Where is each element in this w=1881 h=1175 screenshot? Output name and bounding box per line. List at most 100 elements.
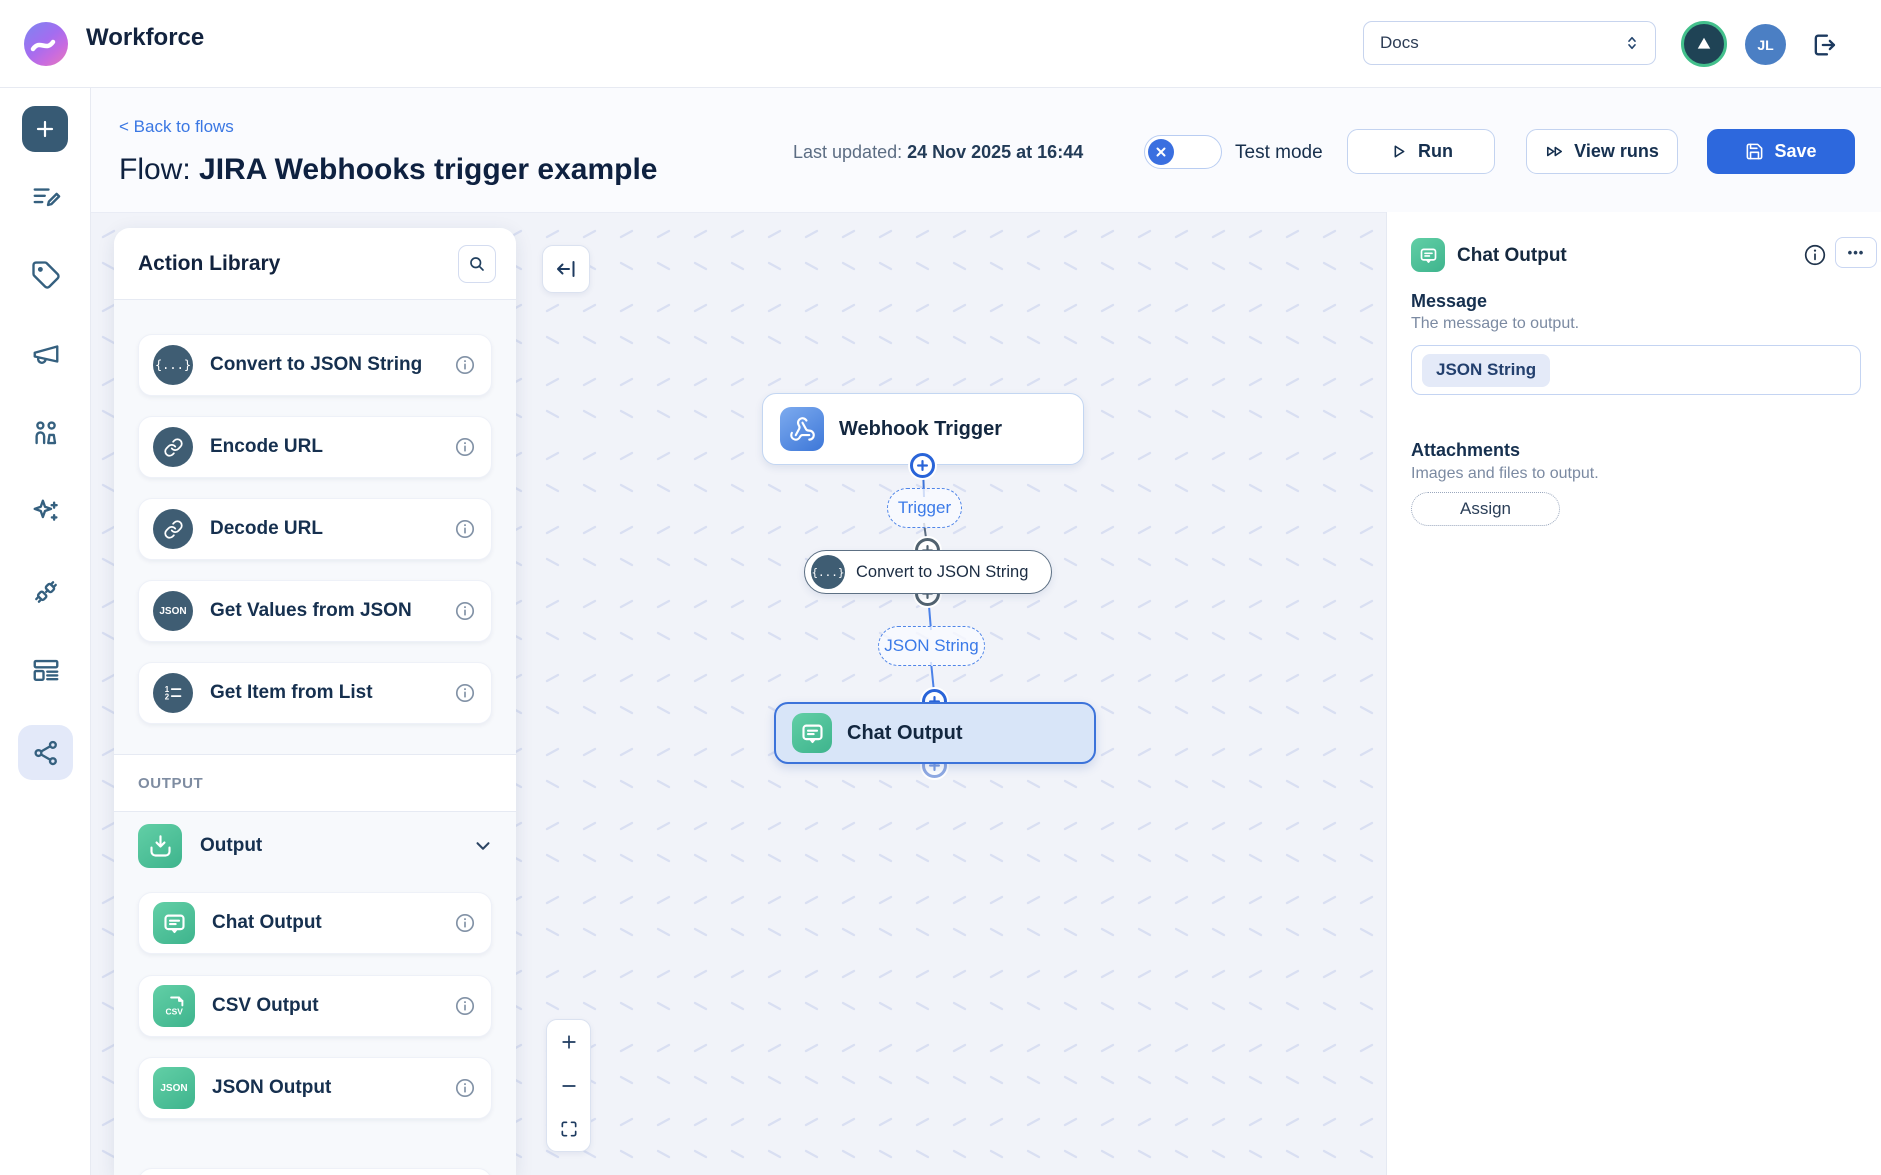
fast-forward-icon xyxy=(1547,146,1563,157)
docs-select[interactable]: Docs xyxy=(1363,21,1656,65)
output-category-label: Output xyxy=(200,835,263,856)
sidebar-item-ai[interactable] xyxy=(29,495,62,528)
json-icon: JSON xyxy=(153,591,193,631)
output-category-row[interactable]: Output xyxy=(114,812,516,880)
action-library-panel: Action Library {...} Convert to JSON Str… xyxy=(114,228,516,1175)
docs-select-value: Docs xyxy=(1380,33,1419,52)
zoom-in-button[interactable] xyxy=(547,1020,590,1064)
sidebar-item-flows[interactable] xyxy=(18,725,73,780)
run-label: Run xyxy=(1418,141,1453,161)
library-item-partial[interactable] xyxy=(138,1168,492,1175)
library-item-label: Chat Output xyxy=(212,912,322,933)
message-input[interactable]: JSON String xyxy=(1411,345,1861,395)
run-button[interactable]: Run xyxy=(1347,129,1495,174)
library-item-decode-url[interactable]: Decode URL xyxy=(138,498,492,560)
sidebar-item-integrations[interactable] xyxy=(29,575,62,608)
library-item-encode-url[interactable]: Encode URL xyxy=(138,416,492,478)
save-label: Save xyxy=(1774,141,1817,161)
test-mode-toggle[interactable] xyxy=(1144,135,1222,169)
flows-share-icon xyxy=(33,740,57,765)
inspector-title: Chat Output xyxy=(1457,245,1567,266)
form-layout-icon xyxy=(33,659,58,681)
select-chevrons-icon xyxy=(1628,36,1636,50)
library-item-label: Get Item from List xyxy=(210,682,373,703)
attachments-label: Attachments xyxy=(1411,440,1521,460)
action-library-header: Action Library xyxy=(114,228,516,300)
user-avatar[interactable]: JL xyxy=(1745,24,1786,65)
drive-icon xyxy=(1697,37,1711,49)
sidebar-item-people[interactable] xyxy=(29,416,62,449)
sidebar-item-announcements[interactable] xyxy=(29,337,62,370)
action-library-title: Action Library xyxy=(138,252,281,275)
save-icon xyxy=(1747,143,1763,160)
library-item-label: CSV Output xyxy=(212,995,319,1016)
output-download-icon xyxy=(138,824,182,868)
view-runs-button[interactable]: View runs xyxy=(1526,129,1678,174)
info-icon[interactable] xyxy=(455,996,475,1016)
sidebar-item-notes[interactable] xyxy=(29,180,62,213)
info-icon[interactable] xyxy=(455,601,475,621)
pill-json-string[interactable]: JSON String xyxy=(878,626,985,666)
node-label: Chat Output xyxy=(847,721,963,744)
save-button[interactable]: Save xyxy=(1707,129,1855,174)
library-search-button[interactable] xyxy=(458,245,496,283)
library-item-label: Decode URL xyxy=(210,518,323,539)
message-label: Message xyxy=(1411,291,1488,311)
assign-button[interactable]: Assign xyxy=(1411,492,1560,526)
toggle-knob-x-icon xyxy=(1148,138,1174,165)
csv-file-icon: CSV xyxy=(153,985,195,1027)
library-item-chat-output[interactable]: Chat Output xyxy=(138,892,492,954)
drive-integration-avatar[interactable] xyxy=(1681,21,1727,67)
svg-text:1: 1 xyxy=(164,684,169,693)
canvas-zoom-controls xyxy=(546,1019,591,1152)
logout-icon xyxy=(1814,34,1836,56)
logout-button[interactable] xyxy=(1810,31,1838,59)
library-item-csv-output[interactable]: CSV CSV Output xyxy=(138,975,492,1037)
tag-icon xyxy=(31,260,60,289)
info-icon[interactable] xyxy=(455,1078,475,1098)
logo-wave-icon xyxy=(30,39,56,52)
node-convert-to-json-string[interactable]: {...} Convert to JSON String xyxy=(804,550,1052,594)
attachments-description: Images and files to output. xyxy=(1411,465,1599,482)
plus-icon xyxy=(36,120,54,138)
back-to-flows-link[interactable]: < Back to flows xyxy=(119,117,234,136)
message-description: The message to output. xyxy=(1411,315,1580,332)
library-item-get-values-from-json[interactable]: JSON Get Values from JSON xyxy=(138,580,492,642)
info-icon[interactable] xyxy=(455,519,475,539)
info-icon[interactable] xyxy=(455,913,475,933)
node-webhook-trigger[interactable]: Webhook Trigger xyxy=(762,393,1084,465)
add-button[interactable] xyxy=(22,106,68,152)
chevron-down-icon[interactable] xyxy=(472,835,494,857)
flow-name: JIRA Webhooks trigger example xyxy=(199,153,658,186)
pill-trigger[interactable]: Trigger xyxy=(887,488,962,528)
info-icon[interactable] xyxy=(455,437,475,457)
page-title: Flow: JIRA Webhooks trigger example xyxy=(119,153,657,187)
megaphone-icon xyxy=(33,344,58,364)
node-chat-output[interactable]: Chat Output xyxy=(774,702,1096,764)
node-label: Webhook Trigger xyxy=(839,417,1002,440)
port-webhook-output[interactable] xyxy=(910,453,935,478)
chat-bubble-icon xyxy=(153,902,195,944)
zoom-out-button[interactable] xyxy=(547,1064,590,1108)
fit-view-button[interactable] xyxy=(547,1107,590,1151)
collapse-panel-button[interactable] xyxy=(542,245,590,293)
info-icon[interactable] xyxy=(455,683,475,703)
info-icon[interactable] xyxy=(1804,244,1826,266)
info-icon[interactable] xyxy=(455,355,475,375)
pill-label: JSON String xyxy=(884,636,979,655)
view-runs-label: View runs xyxy=(1574,141,1659,161)
more-options-button[interactable]: ••• xyxy=(1835,237,1877,268)
sidebar-item-forms[interactable] xyxy=(29,654,62,687)
json-string-chip[interactable]: JSON String xyxy=(1422,353,1551,387)
library-item-label: Convert to JSON String xyxy=(210,354,423,375)
sparkles-icon xyxy=(33,499,58,521)
library-item-json-output[interactable]: JSON JSON Output xyxy=(138,1057,492,1119)
link-icon xyxy=(153,509,193,549)
library-item-convert-to-json-string[interactable]: {...} Convert to JSON String xyxy=(138,334,492,396)
flow-prefix: Flow: xyxy=(119,153,200,186)
sidebar-item-tags[interactable] xyxy=(29,258,62,291)
chat-bubble-icon xyxy=(1411,238,1445,272)
pill-label: Trigger xyxy=(897,498,952,517)
